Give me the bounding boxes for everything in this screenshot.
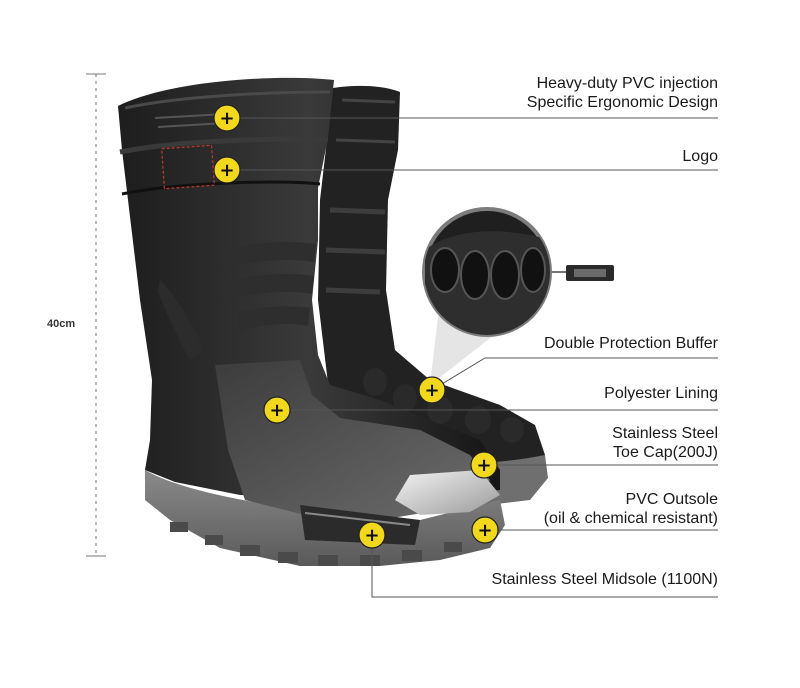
svg-text:+: + — [424, 380, 439, 401]
plus-marker-double-protection-buffer: + — [418, 376, 446, 404]
callout-label-outsole: PVC Outsole (oil & chemical resistant) — [543, 491, 718, 527]
cutaway-section — [215, 360, 500, 545]
svg-text:+: + — [476, 455, 491, 476]
callout-label-logo: Logo — [682, 148, 718, 165]
plus-marker-midsole: + — [358, 521, 386, 549]
callout-label-double-protection-buffer: Double Protection Buffer — [543, 335, 718, 352]
leader-lines — [240, 117, 718, 598]
plus-marker-toe-cap: + — [470, 451, 498, 479]
callout-label-polyester-lining: Polyester Lining — [604, 385, 718, 402]
svg-text:+: + — [477, 520, 492, 541]
plus-marker-polyester-lining: + — [263, 396, 291, 424]
height-dimension-label: 40cm — [47, 318, 76, 330]
svg-text:+: + — [364, 525, 379, 546]
plus-marker-outsole: + — [471, 516, 499, 544]
svg-text:+: + — [219, 108, 234, 129]
svg-text:+: + — [219, 160, 234, 181]
callout-label-toe-cap: Stainless Steel Toe Cap(200J) — [612, 425, 718, 461]
callout-markers: + + + + + + + — [213, 104, 499, 549]
plus-marker-pvc-injection: + — [213, 104, 241, 132]
height-dimension-line — [86, 73, 106, 557]
svg-text:+: + — [269, 400, 284, 421]
plus-marker-logo: + — [213, 156, 241, 184]
callout-label-pvc-injection: Heavy-duty PVC injection Specific Ergono… — [526, 75, 718, 111]
buffer-zoom-inset — [422, 207, 614, 385]
callout-label-midsole: Stainless Steel Midsole (1100N) — [491, 571, 718, 588]
